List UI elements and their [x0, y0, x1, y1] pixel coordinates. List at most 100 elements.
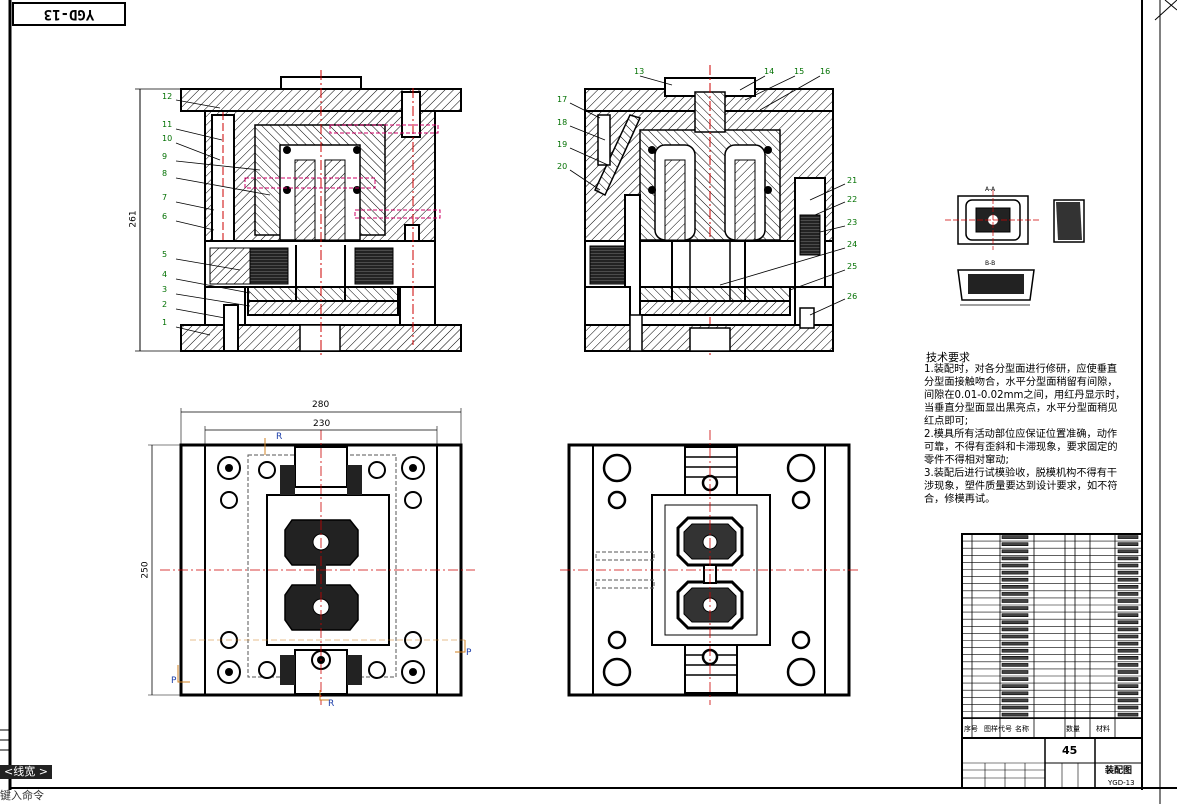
bom-row-text	[1117, 535, 1139, 539]
part-label-18: 18	[557, 118, 568, 127]
bom-row-text	[1001, 655, 1029, 660]
part-label-15: 15	[794, 67, 805, 76]
part-label-8: 8	[162, 169, 168, 178]
tech-line: 间隙在0.01-0.02mm之间，用红丹显示时，	[924, 390, 1126, 401]
tech-line: 涉现象，塑件质量要达到设计要求，如不符	[924, 481, 1118, 492]
bom-row-text	[1117, 613, 1139, 618]
bom-row-text	[1117, 705, 1139, 710]
bom-row-text	[1001, 705, 1029, 710]
part-label-1: 1	[162, 318, 168, 327]
part-label-2: 2	[162, 300, 168, 309]
bom-row-text	[1117, 698, 1139, 703]
bom-row-text	[1001, 606, 1029, 610]
plan-view-right	[560, 430, 860, 705]
tech-line: 红点即可;	[924, 416, 969, 427]
part-label-12: 12	[162, 92, 173, 101]
bom-row-text	[1001, 549, 1029, 554]
bom-row-text	[1117, 549, 1139, 554]
bom-row-text	[1001, 677, 1029, 681]
part-label-7: 7	[162, 193, 168, 202]
part-label-11: 11	[162, 120, 173, 129]
bom-row-text	[1001, 634, 1029, 639]
bom-row-text	[1117, 577, 1139, 582]
part-label-5: 5	[162, 250, 168, 259]
bom-header-material: 材料	[1096, 725, 1110, 733]
bom-row-text	[1117, 599, 1139, 603]
bom-row-text	[1117, 691, 1139, 696]
section-mark-p-right: P	[466, 648, 472, 658]
title-block-name: 装配图	[1105, 766, 1133, 776]
bom-row-text	[1117, 627, 1139, 632]
bom-row-text	[1001, 627, 1029, 632]
bom-row-text	[1001, 698, 1029, 703]
tech-line: 可靠，不得有歪斜和卡滞现象，要求固定的	[924, 442, 1118, 453]
bom-row-text	[1117, 634, 1139, 639]
part-label-10: 10	[162, 134, 173, 143]
bom-header-qty: 数量	[1066, 725, 1080, 733]
bom-row-text	[1001, 712, 1029, 717]
part-label-20: 20	[557, 162, 568, 171]
bom-row-text	[1117, 655, 1139, 660]
tech-line: 当垂直分型面显出黑亮点，水平分型面稍见	[924, 403, 1118, 414]
dimension-plan-height: 250	[140, 561, 151, 579]
dimension-width-outer: 280	[312, 400, 330, 410]
command-tab-lineweight[interactable]: <线宽 >	[0, 765, 52, 779]
detail-mark-b: B-B	[985, 260, 996, 267]
part-label-6: 6	[162, 212, 168, 221]
front-section-left	[135, 70, 462, 358]
part-label-24: 24	[847, 240, 858, 249]
part-label-16: 16	[820, 67, 831, 76]
bom-row-text	[1001, 592, 1029, 596]
bom-row-text	[1117, 606, 1139, 610]
bom-row-text	[1117, 684, 1139, 689]
bom-row-text	[1001, 684, 1029, 689]
bom-row-text	[1117, 563, 1139, 568]
command-input[interactable]: 键入命令	[0, 789, 44, 802]
bom-row-text	[1001, 542, 1029, 547]
tech-line: 2.模具所有活动部位应保证位置准确，动作	[924, 429, 1118, 440]
bom-row-text	[1117, 556, 1139, 561]
bom-row-text	[1117, 641, 1139, 646]
part-label-4: 4	[162, 270, 168, 279]
tech-line: 3.装配后进行试模验收，脱模机构不得有干	[924, 468, 1118, 479]
bom-row-text	[1117, 648, 1139, 653]
tech-requirements-title: 技术要求	[926, 351, 970, 364]
bom-row-text	[1001, 648, 1029, 653]
part-label-9: 9	[162, 152, 168, 161]
bom-row-text	[1001, 620, 1029, 625]
section-mark-p-left: P	[171, 676, 177, 686]
bom-row-text	[1117, 677, 1139, 681]
plan-view-left	[148, 408, 475, 705]
title-block-scale: 45	[1062, 744, 1078, 757]
front-section-right	[569, 65, 846, 355]
part-label-22: 22	[847, 195, 858, 204]
tech-line: 分型面接触吻合，水平分型面稍留有间隙，	[924, 377, 1118, 388]
dimension-width-inner: 230	[313, 419, 331, 429]
bom-table	[961, 533, 1143, 789]
part-label-14: 14	[764, 67, 775, 76]
bom-row-text	[1117, 670, 1139, 674]
bom-row-text	[1117, 570, 1139, 575]
bom-row-text	[1001, 613, 1029, 618]
part-label-19: 19	[557, 140, 568, 149]
bom-row-text	[1001, 535, 1029, 539]
title-block-code: YGD-13	[1108, 779, 1135, 787]
tech-line: 零件不得相对窜动;	[924, 455, 1009, 466]
bom-header-no: 序号	[964, 725, 978, 733]
part-label-25: 25	[847, 262, 858, 271]
tech-line: 合，修模再试。	[924, 494, 996, 505]
bom-row-text	[1001, 599, 1029, 603]
tech-line: 1.装配时，对各分型面进行修研，应使垂直	[924, 364, 1118, 375]
bom-header-name: 名称	[1015, 725, 1029, 733]
section-mark-r-top: R	[276, 432, 283, 442]
bom-row-text	[1001, 670, 1029, 674]
bom-header-code: 图样代号	[984, 725, 1012, 733]
part-label-13: 13	[634, 67, 645, 76]
bom-row-text	[1117, 620, 1139, 625]
section-mark-r-bottom: R	[328, 699, 335, 709]
part-label-23: 23	[847, 218, 858, 227]
bom-row-text	[1001, 577, 1029, 582]
bom-row-text	[1001, 556, 1029, 561]
detail-mark-a: A-A	[985, 186, 996, 193]
